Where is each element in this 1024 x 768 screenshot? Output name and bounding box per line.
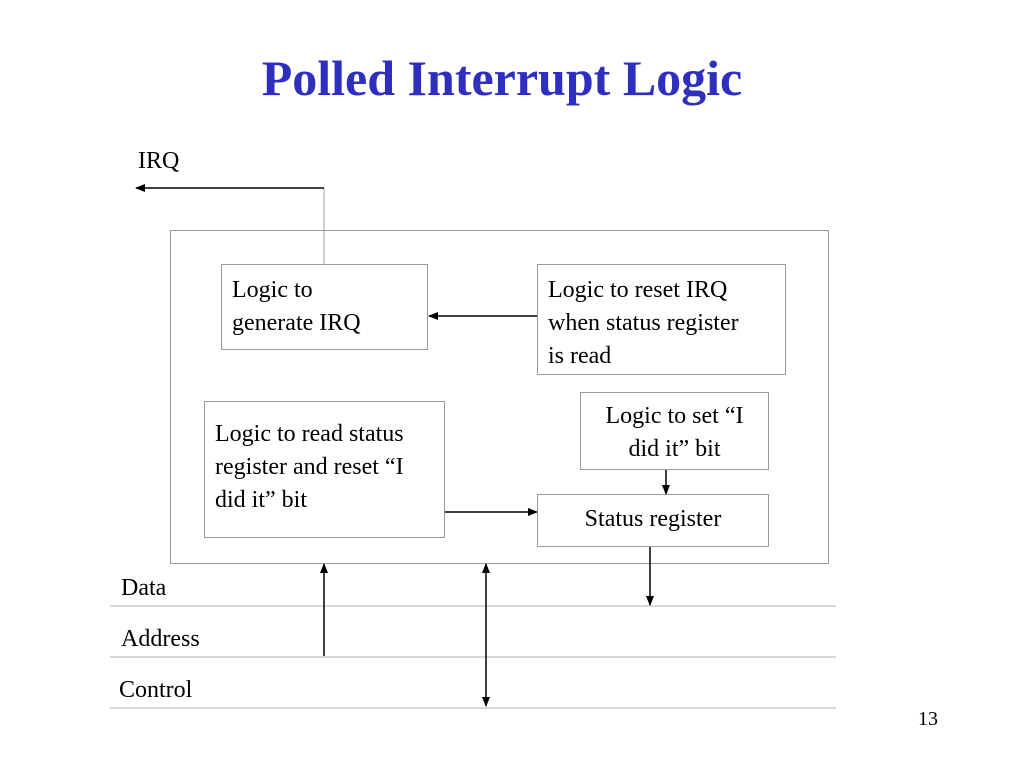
set-bit-line-1: Logic to set “I	[605, 403, 744, 429]
reset-irq-line-2: when status register	[548, 310, 739, 336]
read-status-box: Logic to read status register and reset …	[204, 401, 445, 538]
generate-irq-line-2: generate IRQ	[232, 310, 361, 336]
reset-irq-box: Logic to reset IRQ when status register …	[537, 264, 786, 375]
status-register-box: Status register	[537, 494, 769, 547]
generate-irq-box: Logic to generate IRQ	[221, 264, 428, 350]
control-bus-label: Control	[119, 677, 193, 703]
slide-title: Polled Interrupt Logic	[261, 50, 743, 106]
read-status-line-1: Logic to read status	[215, 421, 404, 447]
reset-irq-line-3: is read	[548, 343, 612, 369]
reset-irq-line-1: Logic to reset IRQ	[548, 277, 728, 303]
read-status-line-3: did it” bit	[215, 487, 307, 513]
set-bit-line-2: did it” bit	[628, 436, 721, 462]
page-number: 13	[918, 708, 938, 730]
status-register-line: Status register	[584, 506, 722, 532]
set-bit-box: Logic to set “I did it” bit	[580, 392, 769, 470]
address-bus-label: Address	[121, 626, 200, 652]
data-bus-label: Data	[121, 575, 167, 601]
generate-irq-line-1: Logic to	[232, 277, 313, 303]
read-status-line-2: register and reset “I	[215, 454, 404, 480]
irq-label: IRQ	[138, 148, 180, 174]
